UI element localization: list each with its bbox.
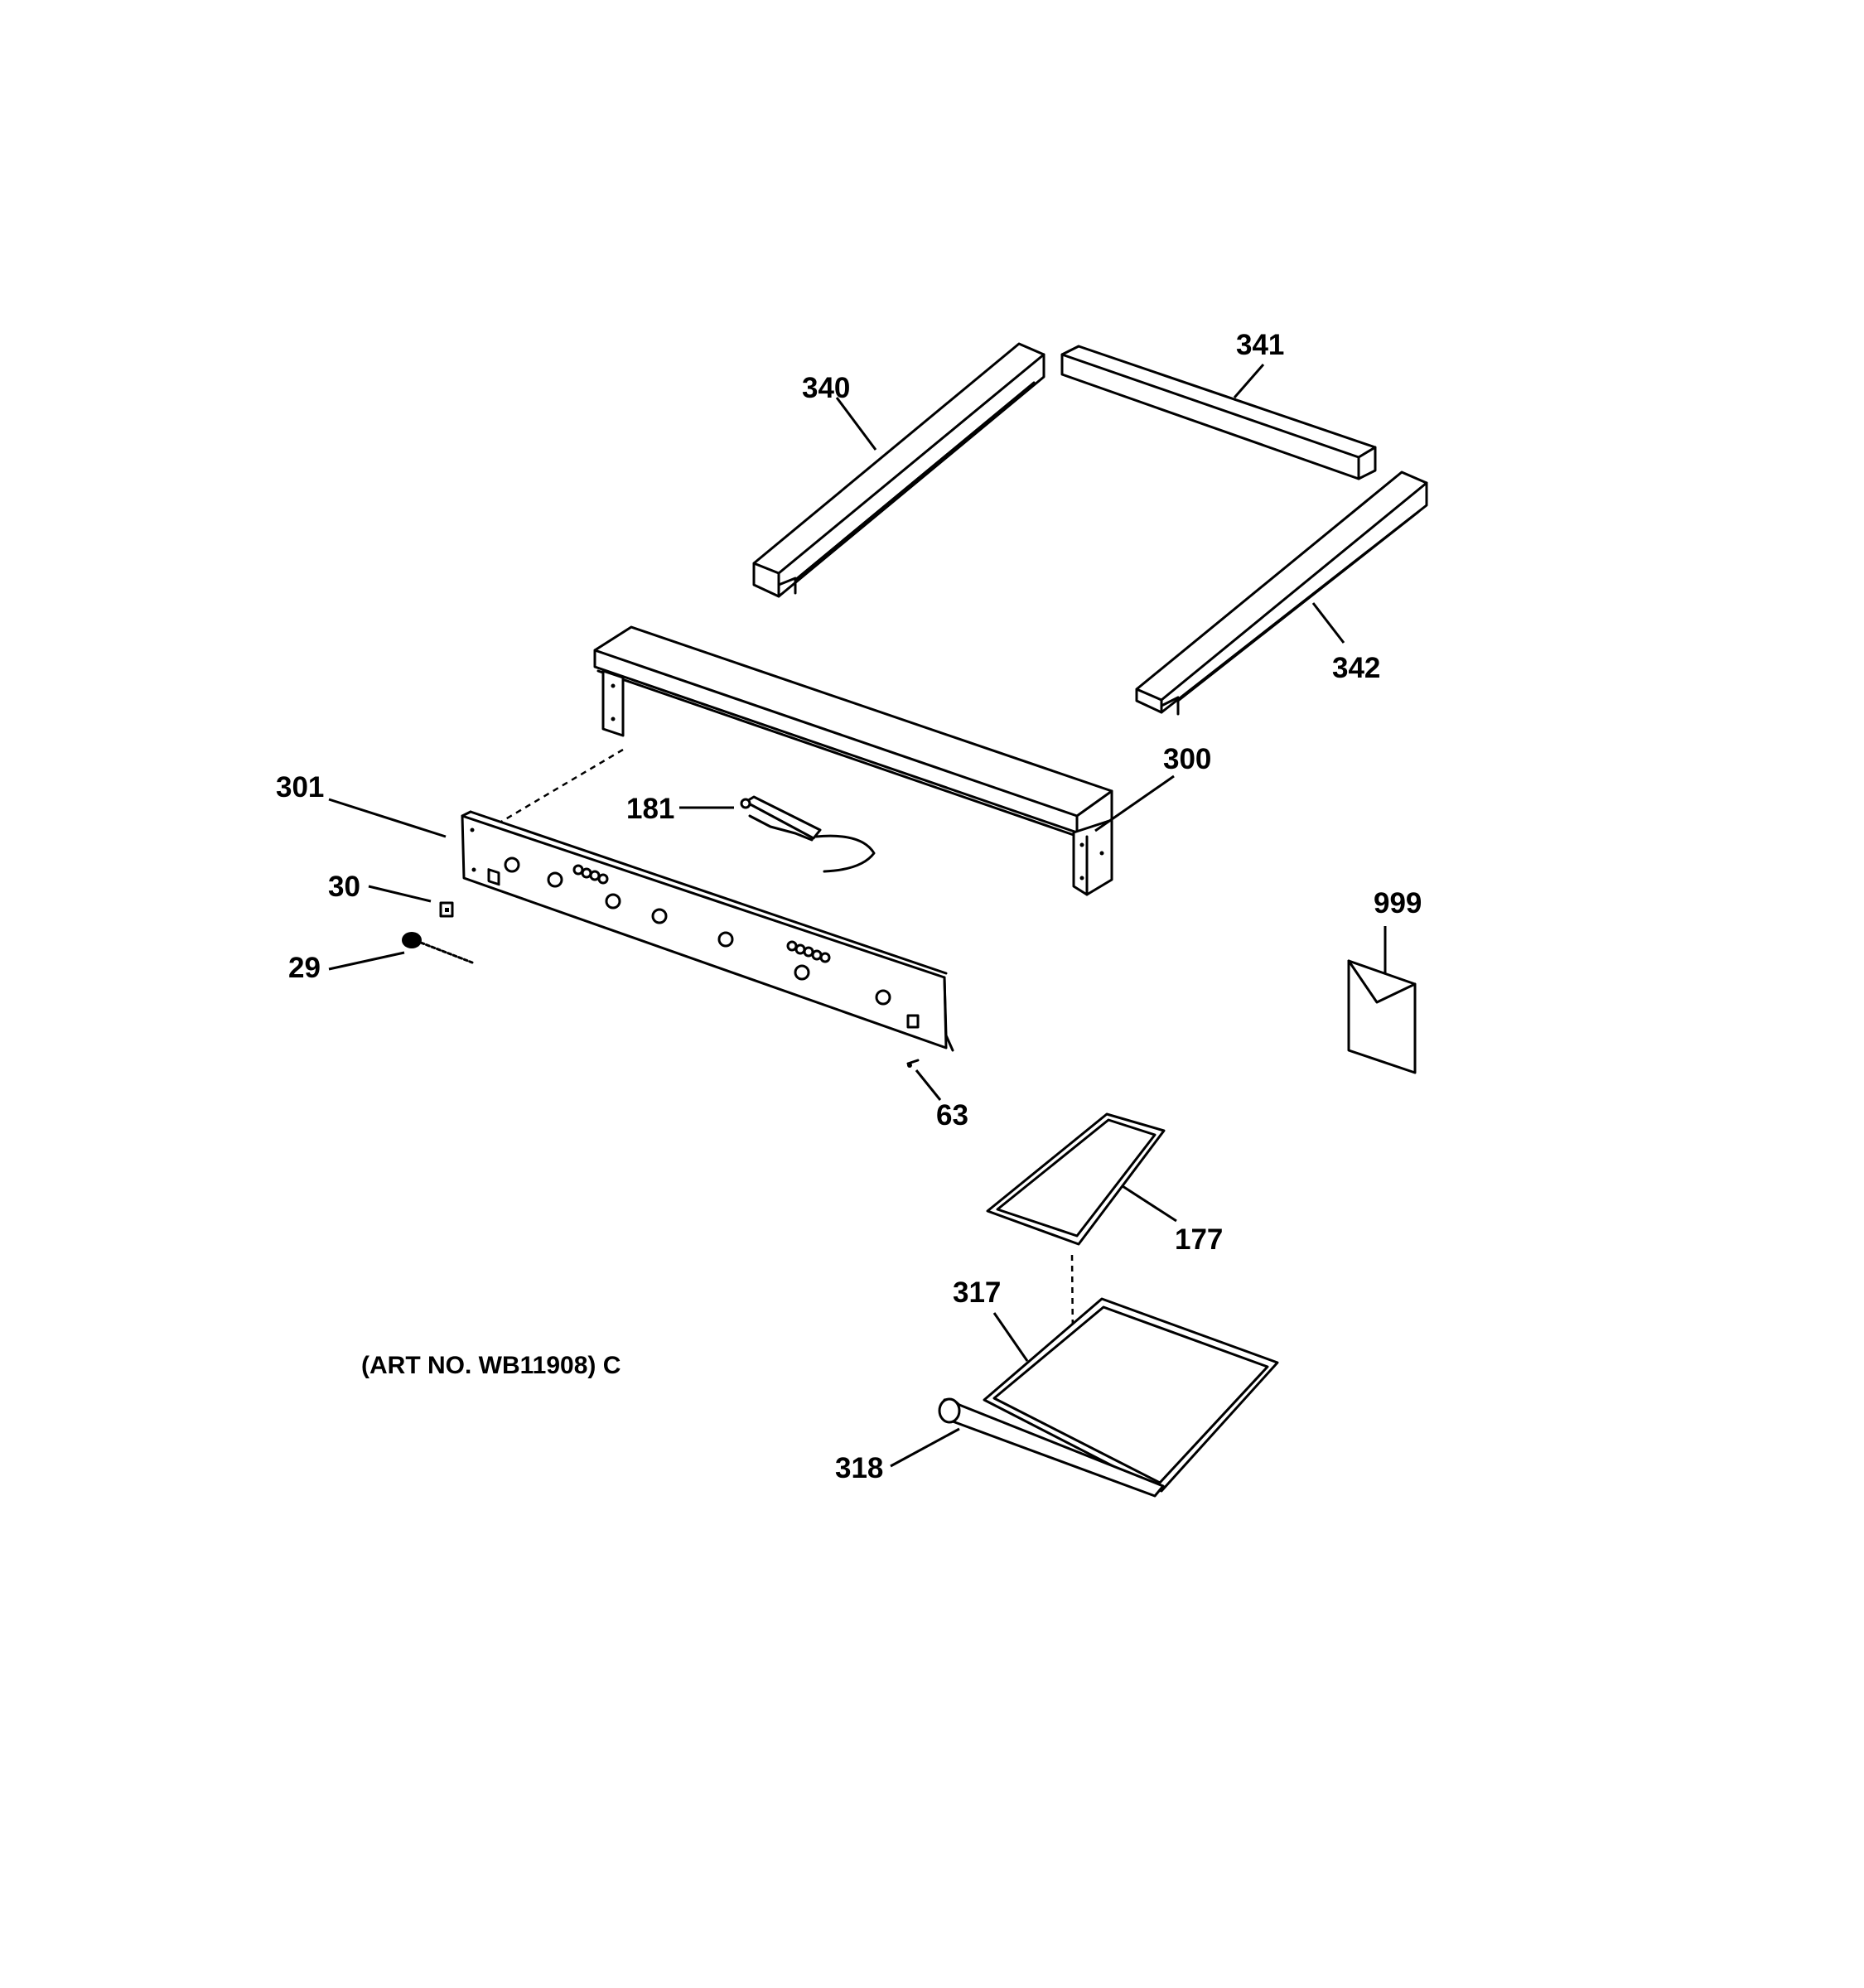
callout-181: 181 — [626, 793, 674, 825]
part-29-knob[interactable] — [402, 932, 474, 964]
callout-30: 30 — [328, 871, 360, 903]
part-342-side-rail[interactable] — [1135, 470, 1428, 716]
callout-63: 63 — [936, 1099, 968, 1132]
callout-labels: 340 341 342 300 301 181 30 29 63 999 177… — [276, 329, 1422, 1484]
part-317-rack[interactable] — [983, 1297, 1279, 1493]
leader-lines — [328, 364, 1387, 1468]
callout-29: 29 — [288, 952, 321, 984]
part-177-tray[interactable] — [986, 1112, 1166, 1246]
part-30-clip[interactable] — [439, 901, 454, 918]
part-318-handle[interactable] — [938, 1397, 1165, 1498]
callout-341: 341 — [1236, 329, 1284, 361]
art-number-label: (ART NO. WB11908) C — [361, 1352, 621, 1379]
part-341-top-rail[interactable] — [1060, 345, 1377, 480]
part-340-side-rail[interactable] — [752, 342, 1045, 598]
callout-300: 300 — [1163, 743, 1211, 775]
part-300-panel-housing[interactable] — [593, 625, 1113, 896]
callout-301: 301 — [276, 771, 324, 803]
callout-177: 177 — [1175, 1223, 1223, 1256]
callout-342: 342 — [1332, 652, 1380, 684]
callout-340: 340 — [802, 372, 850, 404]
callout-317: 317 — [953, 1276, 1001, 1309]
callout-999: 999 — [1374, 887, 1422, 919]
callout-318: 318 — [835, 1452, 883, 1484]
part-181-switch-assembly[interactable] — [740, 795, 876, 873]
part-301-control-panel[interactable] — [461, 810, 954, 1052]
part-999-literature[interactable] — [1347, 959, 1417, 1074]
alignment-dash — [500, 748, 624, 823]
part-63-screw[interactable] — [906, 1059, 920, 1068]
